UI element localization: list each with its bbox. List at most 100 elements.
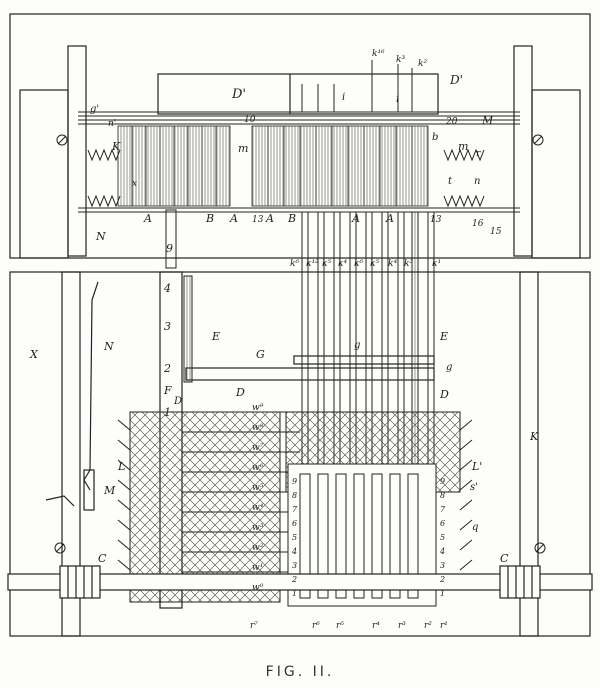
label-thirteen2: 13 xyxy=(430,215,442,225)
label-w-7: w² xyxy=(252,543,264,553)
label-K_right: K xyxy=(529,430,539,443)
label-w-4: w⁵ xyxy=(252,483,264,493)
label-n_small: n' xyxy=(108,119,116,129)
label-r-5: r² xyxy=(424,621,432,631)
label-k3: k³ xyxy=(396,55,405,65)
label-digit-right-6: 3 xyxy=(440,561,445,570)
label-g2: g xyxy=(446,362,452,373)
label-thirteen1: 13 xyxy=(252,215,264,225)
label-F: F xyxy=(163,384,172,397)
label-M_left: M xyxy=(103,484,116,497)
label-m_left: m xyxy=(238,142,248,155)
label-digit-left-8: 1 xyxy=(292,589,297,598)
label-m_right: m xyxy=(458,140,468,153)
label-w-1: w⁸ xyxy=(252,423,264,433)
label-four: 4 xyxy=(163,282,171,295)
label-D_prime_right: D' xyxy=(449,73,463,87)
label-digit-right-1: 8 xyxy=(440,491,445,500)
label-nine: 9 xyxy=(166,242,173,255)
w-rods xyxy=(182,411,300,591)
springs xyxy=(87,148,485,208)
label-D1: D xyxy=(173,396,182,407)
crank-handle xyxy=(45,281,99,511)
label-A5: A xyxy=(351,212,360,225)
label-r-1: r⁶ xyxy=(312,621,320,631)
label-G: G xyxy=(256,348,265,361)
label-w-2: w⁷ xyxy=(252,443,264,453)
label-w-0: w⁹ xyxy=(252,403,264,413)
label-w-5: w⁴ xyxy=(252,503,264,513)
label-digit-right-2: 7 xyxy=(440,505,446,514)
label-D_prime_left: D' xyxy=(231,87,246,102)
label-r-4: r³ xyxy=(398,621,406,631)
label-C_right: C xyxy=(500,552,509,565)
label-digit-right-5: 4 xyxy=(439,547,445,556)
label-digit-left-5: 4 xyxy=(291,547,297,556)
label-A3: A xyxy=(265,212,274,225)
label-k-row-5: k⁵ xyxy=(370,259,379,269)
label-N_top: N xyxy=(95,230,106,243)
label-r: r xyxy=(476,149,481,159)
label-digit-left-0: 9 xyxy=(292,477,297,486)
label-digit-right-0: 9 xyxy=(440,477,445,486)
label-r-6: r¹ xyxy=(440,621,448,631)
label-digit-left-1: 8 xyxy=(292,491,297,500)
label-digit-left-6: 3 xyxy=(292,561,297,570)
label-k-row-0: k⁶ xyxy=(290,259,299,269)
label-digit-right-8: 1 xyxy=(440,589,445,598)
figure-caption: FIG. II. xyxy=(265,664,335,680)
label-M_right: M xyxy=(481,114,494,127)
label-w-8: w¹ xyxy=(252,563,263,573)
label-r-3: r⁴ xyxy=(372,621,380,631)
label-w-9: w⁰ xyxy=(252,583,264,593)
label-one: 1 xyxy=(164,406,171,419)
label-g_prime: g' xyxy=(90,104,99,115)
label-D2: D xyxy=(235,386,245,399)
label-B1: B xyxy=(205,212,214,225)
label-k-row-1: k¹² xyxy=(306,259,319,269)
label-k-row-7: k³ xyxy=(404,259,413,269)
label-digit-right-7: 2 xyxy=(439,575,445,584)
label-fifteen: 15 xyxy=(490,227,502,237)
top-k-rods xyxy=(301,60,413,112)
label-k-row-8: k¹ xyxy=(432,259,441,269)
bottom-shaft xyxy=(7,565,593,599)
counting-wheels xyxy=(117,125,429,207)
label-E_left: E xyxy=(211,330,220,343)
label-i2: i xyxy=(396,94,399,105)
label-twenty: 20 xyxy=(445,117,458,127)
label-two: 2 xyxy=(163,362,171,375)
label-r-2: r⁵ xyxy=(336,621,344,631)
top-rails xyxy=(78,111,520,213)
label-k16: k¹⁶ xyxy=(372,49,385,59)
label-A4: A xyxy=(385,212,394,225)
label-E_right: E xyxy=(439,330,448,343)
label-k-row-4: k⁶ xyxy=(354,259,363,269)
label-X_left: X xyxy=(29,348,39,361)
label-L_prime: L' xyxy=(471,460,482,473)
label-w-3: w⁶ xyxy=(252,463,264,473)
label-k-row-3: k⁴ xyxy=(338,259,347,269)
label-r-0: r⁷ xyxy=(250,621,258,631)
label-digit-left-4: 5 xyxy=(292,533,297,542)
label-t: t xyxy=(448,176,453,187)
label-k2: k² xyxy=(418,59,427,69)
label-N_mid: N xyxy=(103,340,114,353)
label-K_left: K xyxy=(111,140,121,153)
label-s: s' xyxy=(470,482,478,493)
label-C_left: C xyxy=(98,552,107,565)
label-A1: A xyxy=(143,212,152,225)
label-D3: D xyxy=(439,388,449,401)
label-q: q xyxy=(472,522,478,533)
label-digit-left-3: 6 xyxy=(292,519,297,528)
label-B2: B xyxy=(287,212,296,225)
label-sixteen: 16 xyxy=(472,219,484,229)
label-n: n xyxy=(474,176,480,187)
label-ten: 10 xyxy=(244,115,256,125)
label-digit-left-2: 7 xyxy=(292,505,298,514)
label-three: 3 xyxy=(164,320,171,333)
label-w-6: w³ xyxy=(252,523,264,533)
label-digit-right-4: 5 xyxy=(440,533,445,542)
